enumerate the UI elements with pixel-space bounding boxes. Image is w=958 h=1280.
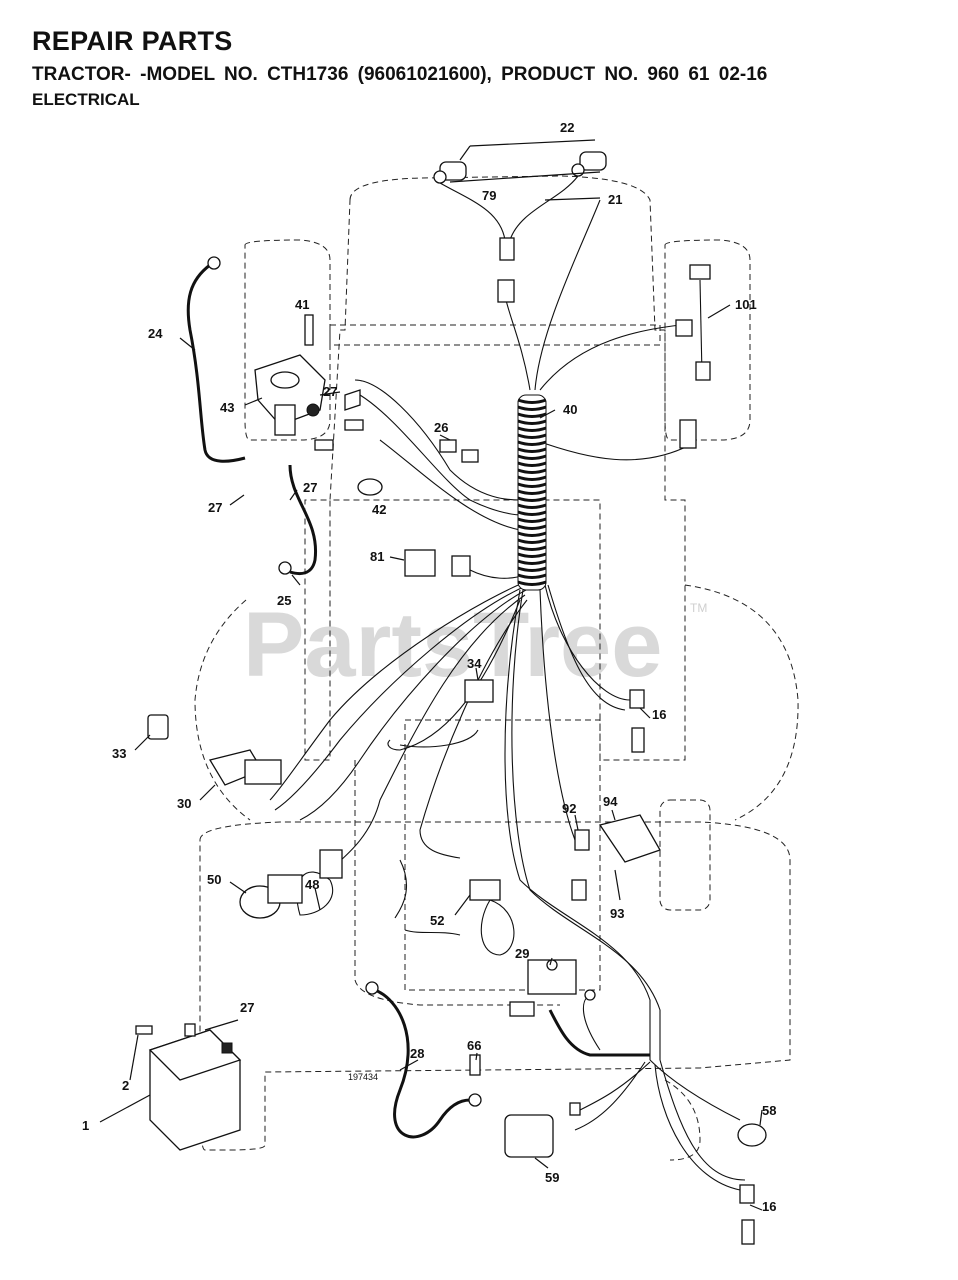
callout-93: 93 [610,906,624,921]
loom-coil [517,440,547,446]
loom-coil [517,482,547,488]
callout-81: 81 [370,549,384,564]
callout-50: 50 [207,872,221,887]
loom-coil [517,454,547,460]
solenoid [254,314,326,436]
loom-coil [517,433,547,439]
loom-coil [517,419,547,425]
callout-43: 43 [220,400,234,415]
callout-27-b: 27 [303,480,317,495]
loom-coil [517,489,547,495]
callout-66: 66 [467,1038,481,1053]
cable-24 [186,263,246,463]
callout-25: 25 [277,593,291,608]
parts [147,264,767,1245]
callout-26: 26 [434,420,448,435]
callout-92: 92 [562,801,576,816]
callout-52: 52 [430,913,444,928]
loom-coil [517,503,547,509]
loom-coil [517,545,547,551]
callout-29: 29 [515,946,529,961]
callout-33: 33 [112,746,126,761]
loom-coil [517,538,547,544]
loom-coil [517,524,547,530]
loom-coil [517,531,547,537]
callout-labels: 22 79 21 101 41 24 27 43 40 26 27 42 27 … [82,120,776,1214]
loom-coil [517,412,547,418]
callout-16-a: 16 [652,707,666,722]
drawing-number: 197434 [348,1072,378,1082]
battery [135,1023,242,1151]
page-title: REPAIR PARTS [32,26,233,56]
loom-coil [517,475,547,481]
tractor-outline [194,175,799,1161]
callout-94: 94 [603,794,618,809]
callout-79: 79 [482,188,496,203]
callout-41: 41 [295,297,309,312]
callout-28: 28 [410,1046,424,1061]
callout-21: 21 [608,192,622,207]
cable-25 [288,464,318,575]
loom-coil [517,426,547,432]
loom-coil [517,517,547,523]
loom-coil [517,468,547,474]
callout-58: 58 [762,1103,776,1118]
watermark-tm: TM [690,601,707,615]
callout-48: 48 [305,877,319,892]
loom-coil [517,552,547,558]
section-title: ELECTRICAL [32,90,140,109]
headlight-assembly [433,151,607,303]
loom-coil [517,447,547,453]
callout-1: 1 [82,1118,89,1133]
watermark: PartsTree [243,594,662,696]
loom-coil [517,580,547,586]
callout-16-b: 16 [762,1199,776,1214]
loom-coil [517,510,547,516]
harness-loom [517,394,547,591]
loom-coil [517,566,547,572]
loom-coil [517,405,547,411]
loom-coil [517,398,547,404]
callout-40: 40 [563,402,577,417]
model-line: TRACTOR- -MODEL NO. CTH1736 (96061021600… [32,64,768,85]
callout-27-a: 27 [323,384,337,399]
callout-34: 34 [467,656,482,671]
loom-coil [517,496,547,502]
callout-30: 30 [177,796,191,811]
callout-101: 101 [735,297,757,312]
cable-28 [374,988,471,1139]
callout-2: 2 [122,1078,129,1093]
battery-cables [186,256,482,1139]
loom-coil [517,573,547,579]
loom-coil [517,559,547,565]
leader-lines [99,139,763,1211]
coiled-wire [548,1009,650,1057]
callout-27-d: 27 [240,1000,254,1015]
callout-24: 24 [148,326,163,341]
callout-59: 59 [545,1170,559,1185]
callout-22: 22 [560,120,574,135]
loom-coil [517,461,547,467]
callout-27-c: 27 [208,500,222,515]
main-harness [269,199,746,1191]
callout-42: 42 [372,502,386,517]
